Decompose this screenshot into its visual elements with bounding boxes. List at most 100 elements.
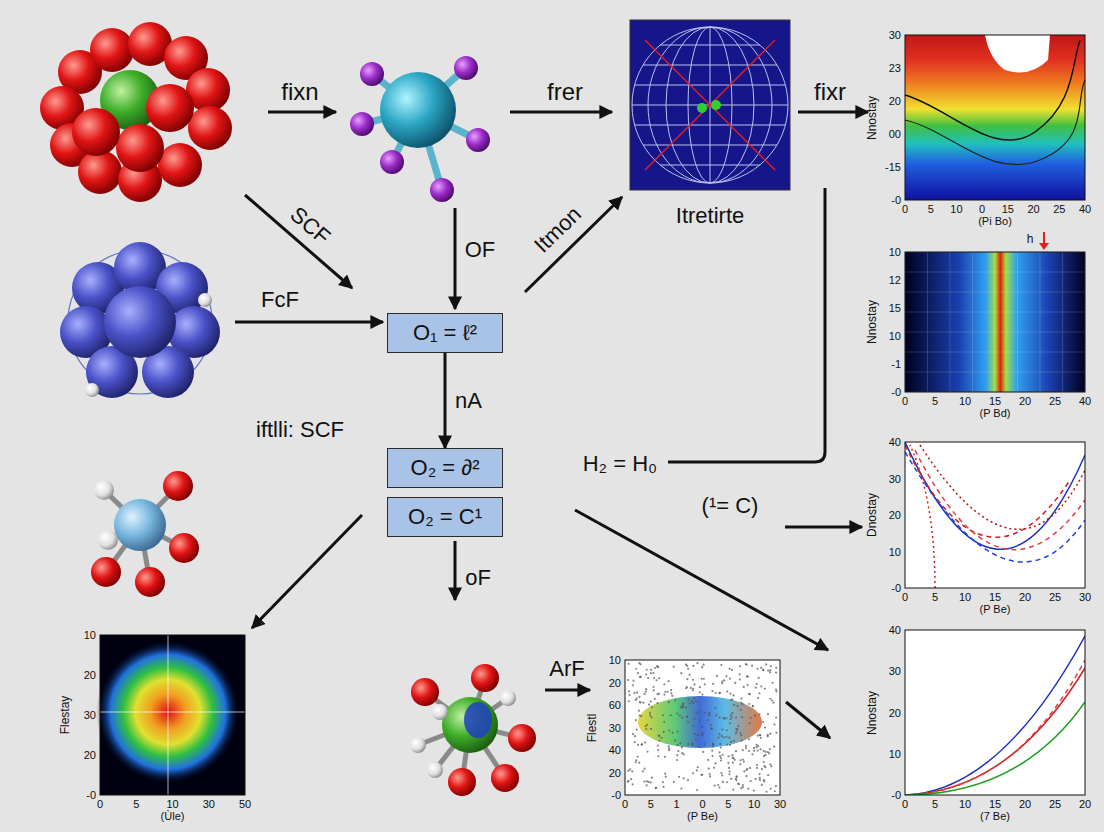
- axis-title: (Pi Bo): [978, 215, 1012, 227]
- flow-arrow: [268, 111, 336, 114]
- scatter-plot: [704, 743, 706, 745]
- scatter-plot: [650, 716, 652, 718]
- molecule-model: [372, 74, 418, 110]
- scatter-plot: [718, 716, 720, 718]
- scatter-plot: [728, 737, 730, 739]
- scatter-plot: [664, 773, 666, 775]
- stripe-heatmap: [1043, 232, 1045, 244]
- axis-tick: 60: [609, 699, 621, 711]
- axis-tick: 10: [889, 246, 901, 258]
- scatter-plot: [631, 770, 633, 772]
- molecule-model: [169, 533, 199, 563]
- stripe-heatmap: [905, 232, 1085, 392]
- scatter-plot: [740, 697, 742, 699]
- scatter-plot: [723, 679, 725, 681]
- axis-tick: 15: [889, 302, 901, 314]
- axis-tick: 30: [889, 472, 901, 484]
- scatter-plot: [635, 668, 637, 670]
- scatter-plot: [704, 711, 706, 713]
- molecule-model: [362, 68, 478, 190]
- scatter-plot: [769, 669, 771, 671]
- scatter-plot: [663, 731, 665, 733]
- scatter-plot: [738, 783, 740, 785]
- axis-tick: -0: [611, 789, 621, 801]
- axis-tick: 10: [959, 591, 971, 603]
- stripe-heatmap: [905, 252, 906, 392]
- atom-cluster: [186, 68, 230, 112]
- scatter-plot: [749, 693, 751, 695]
- scatter-plot: [768, 752, 770, 754]
- marker-label: h: [1027, 233, 1034, 246]
- scatter-plot: [693, 683, 695, 685]
- axis-title: Nnostay: [866, 300, 879, 344]
- scatter-plot: [737, 783, 739, 785]
- scatter-plot: [743, 760, 745, 762]
- scatter-plot: [681, 746, 683, 748]
- scatter-plot: [693, 718, 695, 720]
- scatter-plot: [650, 672, 652, 674]
- scatter-plot: [721, 774, 723, 776]
- contour-chart: [905, 40, 1080, 140]
- scatter-plot: [671, 732, 673, 734]
- scatter-plot: [767, 713, 769, 715]
- scatter-plot: [657, 749, 659, 751]
- scatter-plot: [762, 669, 764, 671]
- scatter-plot: [667, 680, 669, 682]
- heatmap: [96, 640, 240, 784]
- curve-chart: [905, 636, 1085, 795]
- arrow-label: fixr: [814, 79, 846, 105]
- scatter-plot: [733, 704, 735, 706]
- scatter-plot: [638, 662, 640, 664]
- heatmap: [100, 635, 245, 795]
- axis-title: (7 Be): [980, 810, 1010, 822]
- axis-tick: 25: [1049, 591, 1061, 603]
- stripe-heatmap: [905, 392, 1085, 393]
- axis-tick: 12: [889, 274, 901, 286]
- scatter-plot: [760, 685, 762, 687]
- axis-title: Dnostay: [866, 493, 879, 537]
- atom-cluster: [118, 158, 162, 202]
- heatmap: [100, 635, 245, 795]
- atom-cluster: [40, 86, 84, 130]
- scatter-plot: [741, 703, 743, 705]
- molecule-model: [466, 128, 490, 152]
- scatter-plot: [723, 736, 725, 738]
- molecule-model: [140, 486, 178, 525]
- scatter-plot: [767, 774, 769, 776]
- axis-tick: -0: [891, 386, 901, 398]
- scatter-plot: [691, 742, 693, 744]
- scatter-plot: [638, 696, 762, 748]
- axis-tick: 10: [166, 798, 178, 810]
- axis-tick: 20: [889, 509, 901, 521]
- scatter-plot: [743, 770, 745, 772]
- molecule-model: [140, 525, 150, 582]
- molecule-model: [462, 725, 470, 782]
- scatter-plot: [748, 750, 750, 752]
- scatter-plot: [747, 788, 749, 790]
- molecule-model: [418, 725, 470, 745]
- scatter-plot: [656, 665, 658, 667]
- scatter-plot: [718, 786, 720, 788]
- scatter-plot: [754, 778, 756, 780]
- curve-chart: [905, 668, 1085, 795]
- scatter-plot: [719, 692, 721, 694]
- scatter-plot: [729, 677, 731, 679]
- scatter-plot: [683, 753, 685, 755]
- scatter-plot: [701, 734, 703, 736]
- molecule-model: [442, 697, 498, 753]
- molecule-model: [411, 678, 439, 706]
- axis-tick: 0: [979, 203, 985, 215]
- axis-tick: 15: [989, 591, 1001, 603]
- scatter-plot: [707, 719, 709, 721]
- scatter-plot: [758, 773, 760, 775]
- scatter-plot: [762, 750, 764, 752]
- scatter-plot: [692, 702, 694, 704]
- scatter-plot: [655, 787, 657, 789]
- scatter-plot: [692, 772, 694, 774]
- molecule-model: [104, 490, 140, 525]
- scatter-plot: [727, 762, 729, 764]
- axis-title: Flestay: [59, 696, 72, 735]
- scatter-plot: [629, 768, 631, 770]
- scatter-plot: [668, 729, 670, 731]
